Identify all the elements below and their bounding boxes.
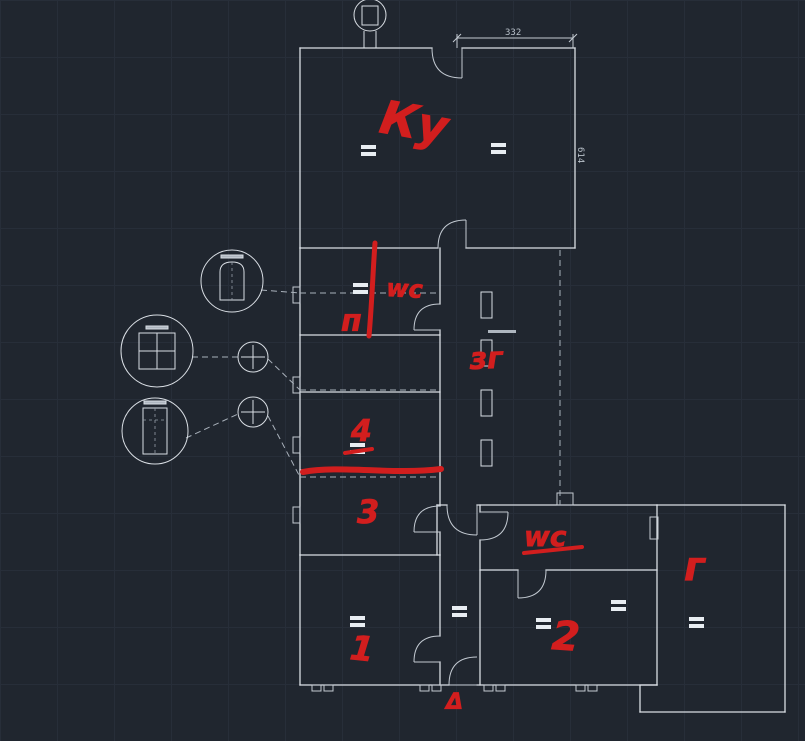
dimension-right-value: 614 <box>575 147 585 163</box>
window-symbols <box>480 291 493 467</box>
dimension-top: 332 <box>452 28 578 48</box>
annotation-kitchen: Ку <box>376 90 454 155</box>
detail-callout-door-leaf <box>121 397 189 465</box>
marker-circle-lower <box>237 396 269 428</box>
annotation-delta: Δ <box>444 690 463 715</box>
red-marker-strokes <box>300 240 584 555</box>
annotation-room-g: г <box>684 544 706 590</box>
annotation-room4: 4 <box>350 414 372 449</box>
red-annotations: Ку wc п зг 4 3 1 2 wc г Δ <box>341 89 707 715</box>
annotation-zg: зг <box>468 341 505 377</box>
annotation-wc-upper: wc <box>386 274 424 304</box>
wall-ticks <box>292 286 659 692</box>
marker-circle-upper <box>237 341 269 373</box>
annotation-room1: 1 <box>348 628 376 670</box>
detail-callout-arched-door <box>200 249 264 313</box>
dimension-top-value: 332 <box>505 28 521 38</box>
annotation-wc-lower: wc <box>524 520 567 553</box>
text-redaction-marks <box>350 143 704 629</box>
door-arcs <box>413 47 547 686</box>
detail-callout-window <box>120 314 194 388</box>
annotation-room3: 3 <box>357 493 379 531</box>
dimension-right: 614 <box>575 147 585 163</box>
annotation-room2: 2 <box>550 613 581 661</box>
chimney-symbol <box>353 0 387 48</box>
annotation-hall: п <box>341 304 362 339</box>
